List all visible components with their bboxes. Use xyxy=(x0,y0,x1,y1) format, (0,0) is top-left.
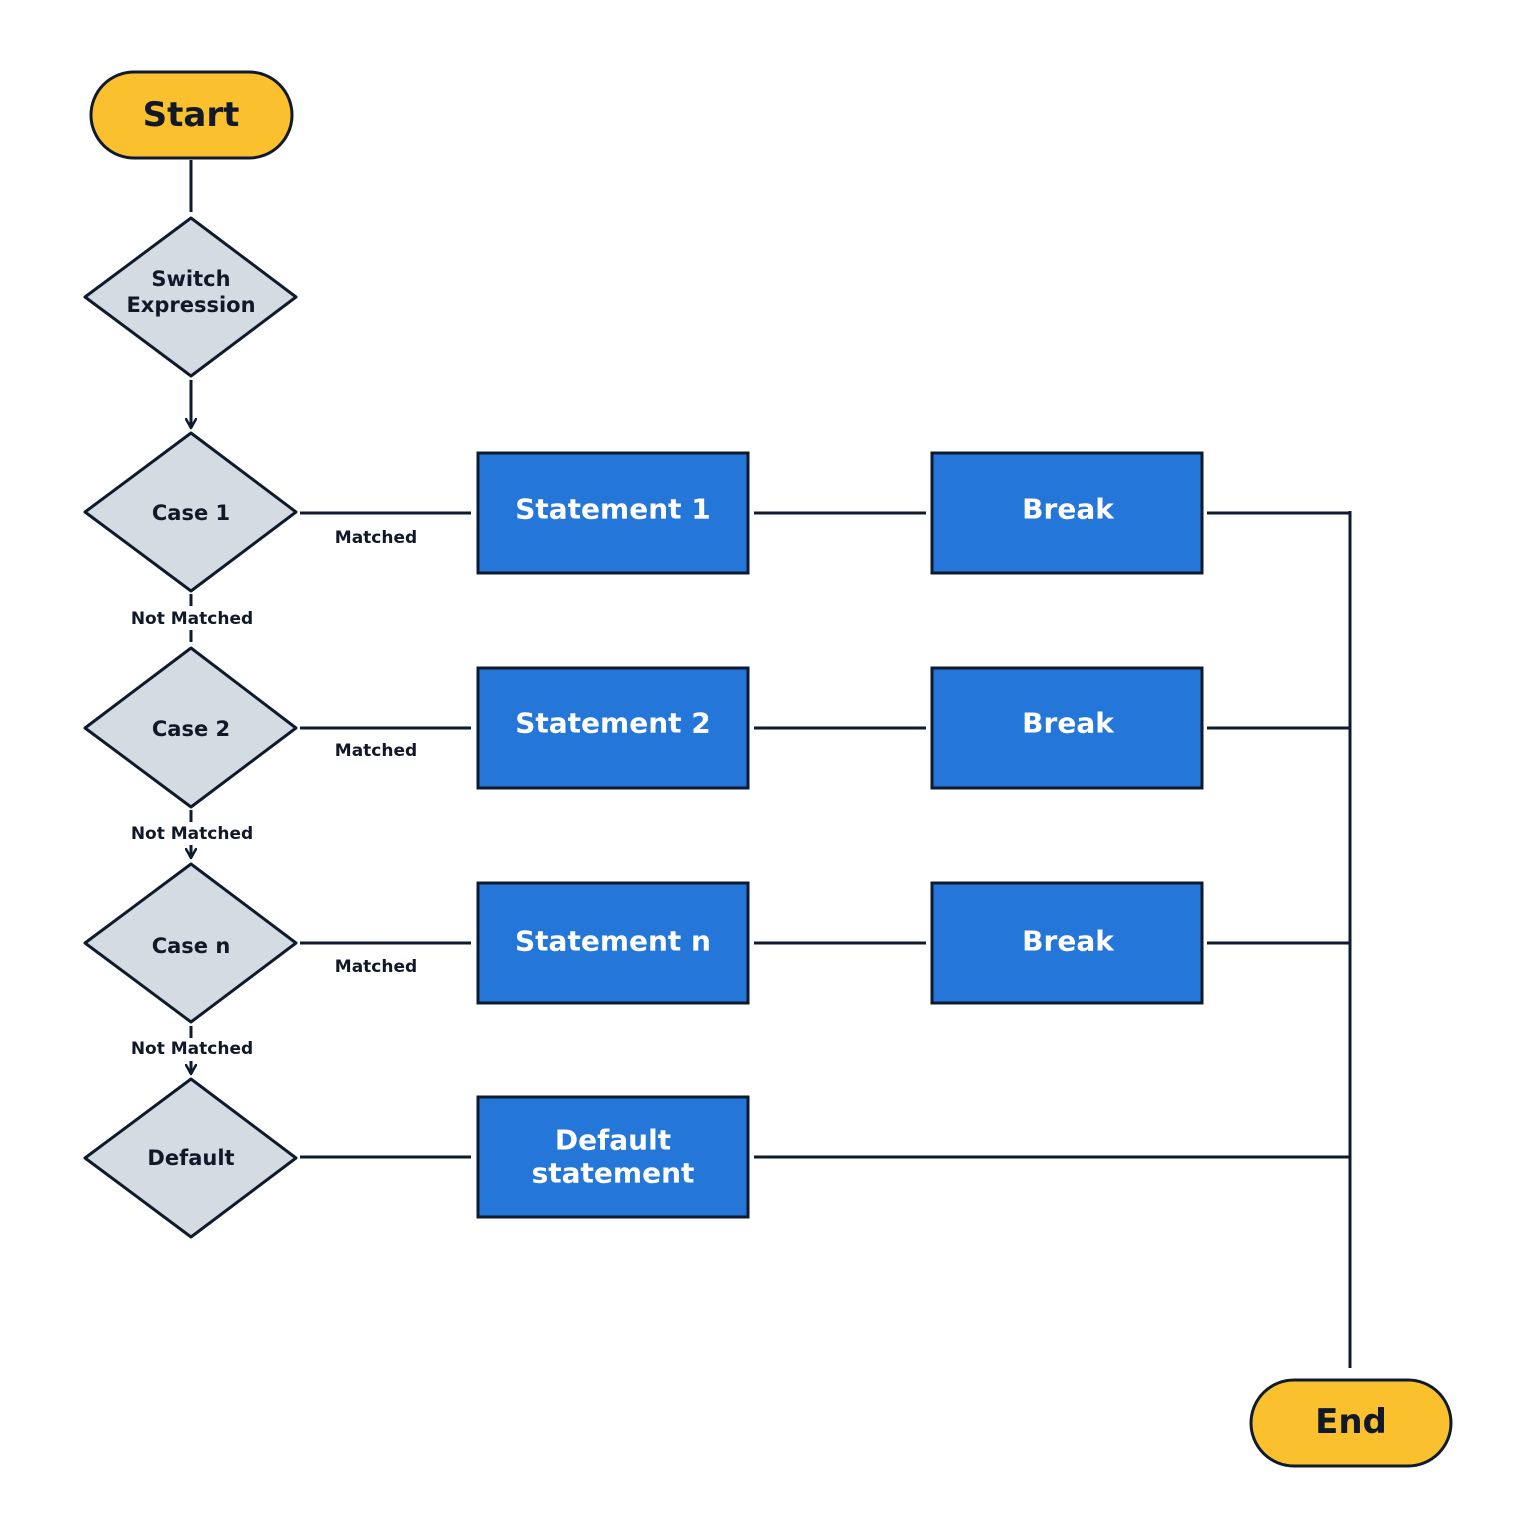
breakn-label: Break xyxy=(1022,925,1115,958)
not-matched-label-3: Not Matched xyxy=(131,1039,253,1059)
statement1-label: Statement 1 xyxy=(515,493,711,526)
default-node: Default xyxy=(83,1077,298,1239)
switch-expression-node: Switch Expression xyxy=(83,216,298,378)
switch-label-line1: Switch xyxy=(151,267,230,291)
statement2-label: Statement 2 xyxy=(515,707,711,740)
case2-label: Case 2 xyxy=(152,717,230,741)
statement1-node: Statement 1 xyxy=(476,451,750,575)
default-statement-line2: statement xyxy=(532,1157,695,1190)
break1-label: Break xyxy=(1022,493,1115,526)
default-statement-node: Default statement xyxy=(476,1095,750,1219)
statementn-node: Statement n xyxy=(476,881,750,1005)
breakn-node: Break xyxy=(930,881,1204,1005)
case1-node: Case 1 xyxy=(83,431,298,593)
matched-label-case1: Matched xyxy=(335,528,417,548)
default-statement-line1: Default xyxy=(555,1124,671,1157)
casen-node: Case n xyxy=(83,862,298,1024)
break2-node: Break xyxy=(930,666,1204,790)
start-label: Start xyxy=(143,95,240,135)
end-node: End xyxy=(1249,1378,1453,1468)
case2-node: Case 2 xyxy=(83,646,298,809)
statement2-node: Statement 2 xyxy=(476,666,750,790)
not-matched-label-1: Not Matched xyxy=(131,609,253,629)
break2-label: Break xyxy=(1022,707,1115,740)
default-label: Default xyxy=(147,1146,234,1170)
break1-node: Break xyxy=(930,451,1204,575)
not-matched-label-2: Not Matched xyxy=(131,824,253,844)
end-label: End xyxy=(1315,1402,1387,1442)
start-node: Start xyxy=(89,70,294,160)
case1-label: Case 1 xyxy=(152,501,230,525)
statementn-label: Statement n xyxy=(515,925,711,958)
casen-label: Case n xyxy=(152,934,231,958)
matched-label-case2: Matched xyxy=(335,741,417,761)
matched-label-casen: Matched xyxy=(335,957,417,977)
switch-label-line2: Expression xyxy=(126,293,255,317)
